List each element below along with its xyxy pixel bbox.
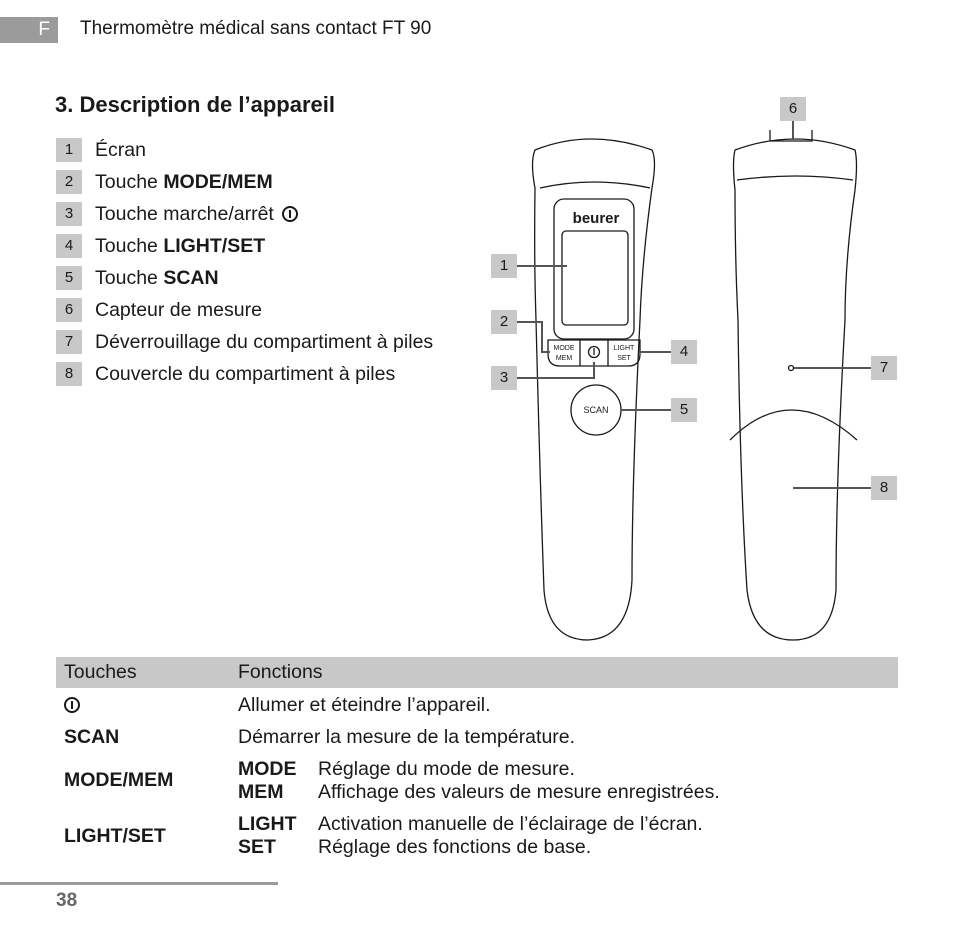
battery-cover <box>729 409 858 441</box>
part-label: Déverrouillage du compartiment à piles <box>95 331 434 353</box>
part-key-name: SCAN <box>163 267 219 289</box>
callout-8: 8 <box>871 476 897 500</box>
callout-5: 5 <box>671 398 697 422</box>
part-label: Couvercle du compartiment à piles <box>95 363 396 385</box>
callout-3: 3 <box>491 366 517 390</box>
rear-head-line <box>736 175 854 181</box>
function-text: Démarrer la mesure de la température. <box>238 726 576 748</box>
part-item-7: 7 Déverrouillage du compartiment à piles <box>56 330 436 354</box>
part-number: 5 <box>56 266 82 290</box>
table-row: SCAN Démarrer la mesure de la températur… <box>56 720 898 752</box>
part-item-3: 3 Touche marche/arrêt <box>56 202 436 226</box>
column-header-keys: Touches <box>64 661 137 683</box>
part-number: 1 <box>56 138 82 162</box>
part-label: Touche <box>95 235 164 257</box>
front-head-line <box>539 181 651 189</box>
function-text: Allumer et éteindre l’appareil. <box>238 694 491 716</box>
battery-unlock <box>787 364 795 372</box>
light-button-label: LIGHT <box>614 345 635 352</box>
part-label: Touche <box>95 171 164 193</box>
mem-button-label: MEM <box>556 355 573 362</box>
column-header-functions: Fonctions <box>238 661 323 683</box>
mode-button-label: MODE <box>554 345 575 352</box>
part-item-6: 6 Capteur de mesure <box>56 298 436 322</box>
sub-key-name: SET <box>238 836 276 858</box>
part-number: 3 <box>56 202 82 226</box>
brand-logo: beurer <box>573 210 620 227</box>
sub-function-text: Réglage du mode de mesure. <box>318 758 575 780</box>
part-item-8: 8 Couvercle du compartiment à piles <box>56 362 436 386</box>
sub-function-text: Activation manuelle de l’éclairage de l’… <box>318 813 703 835</box>
table-row: Allumer et éteindre l’appareil. <box>56 688 898 720</box>
display-bezel <box>553 198 635 340</box>
button-row-outline <box>547 339 641 367</box>
document-title: Thermomètre médical sans contact FT 90 <box>80 18 432 39</box>
part-number: 2 <box>56 170 82 194</box>
callout-4: 4 <box>671 340 697 364</box>
part-label: Capteur de mesure <box>95 299 262 321</box>
front-body-outline <box>531 138 656 641</box>
section-title: 3. Description de l’appareil <box>55 92 335 117</box>
sub-key-name: LIGHT <box>238 813 297 835</box>
part-label: Touche <box>95 267 164 289</box>
power-icon <box>64 694 80 717</box>
callout-7: 7 <box>871 356 897 380</box>
callout-6: 6 <box>780 97 806 121</box>
key-name: LIGHT/SET <box>64 825 166 847</box>
part-number: 7 <box>56 330 82 354</box>
sub-function-text: Réglage des fonctions de base. <box>318 836 592 858</box>
language-tab: F <box>0 17 58 43</box>
sub-key-name: MEM <box>238 781 284 803</box>
functions-table: Touches Fonctions Allumer et éteindre l’… <box>56 657 898 864</box>
table-row: LIGHT/SET LIGHT Activation manuelle de l… <box>56 808 898 864</box>
part-number: 4 <box>56 234 82 258</box>
power-icon <box>282 206 299 222</box>
rear-body-outline <box>732 138 858 641</box>
table-header: Touches Fonctions <box>56 657 898 688</box>
part-item-1: 1 Écran <box>56 138 436 162</box>
part-item-4: 4 Touche LIGHT/SET <box>56 234 436 258</box>
page-number: 38 <box>56 890 78 911</box>
part-number: 6 <box>56 298 82 322</box>
scan-button-label: SCAN <box>583 405 608 415</box>
parts-list: 1 Écran 2 Touche MODE/MEM 3 Touche march… <box>56 138 436 394</box>
part-label: Touche marche/arrêt <box>95 203 274 225</box>
part-item-5: 5 Touche SCAN <box>56 266 436 290</box>
footer-rule <box>0 882 278 885</box>
key-name: SCAN <box>64 726 120 748</box>
sub-key-name: MODE <box>238 758 297 780</box>
part-label: Écran <box>95 139 146 161</box>
power-button-icon <box>587 345 601 359</box>
part-number: 8 <box>56 362 82 386</box>
part-key-name: LIGHT/SET <box>163 235 266 257</box>
key-name: MODE/MEM <box>64 769 174 791</box>
table-row: MODE/MEM MODE Réglage du mode de mesure.… <box>56 752 898 808</box>
part-key-name: MODE/MEM <box>163 171 273 193</box>
display-screen <box>561 230 629 326</box>
part-item-2: 2 Touche MODE/MEM <box>56 170 436 194</box>
sub-function-text: Affichage des valeurs de mesure enregist… <box>318 781 720 803</box>
callout-2: 2 <box>491 310 517 334</box>
set-button-label: SET <box>617 355 631 362</box>
device-illustration: beurer MODE MEM LIGHT SET SCAN <box>515 121 871 641</box>
callout-1: 1 <box>491 254 517 278</box>
sensor-opening <box>770 130 813 142</box>
